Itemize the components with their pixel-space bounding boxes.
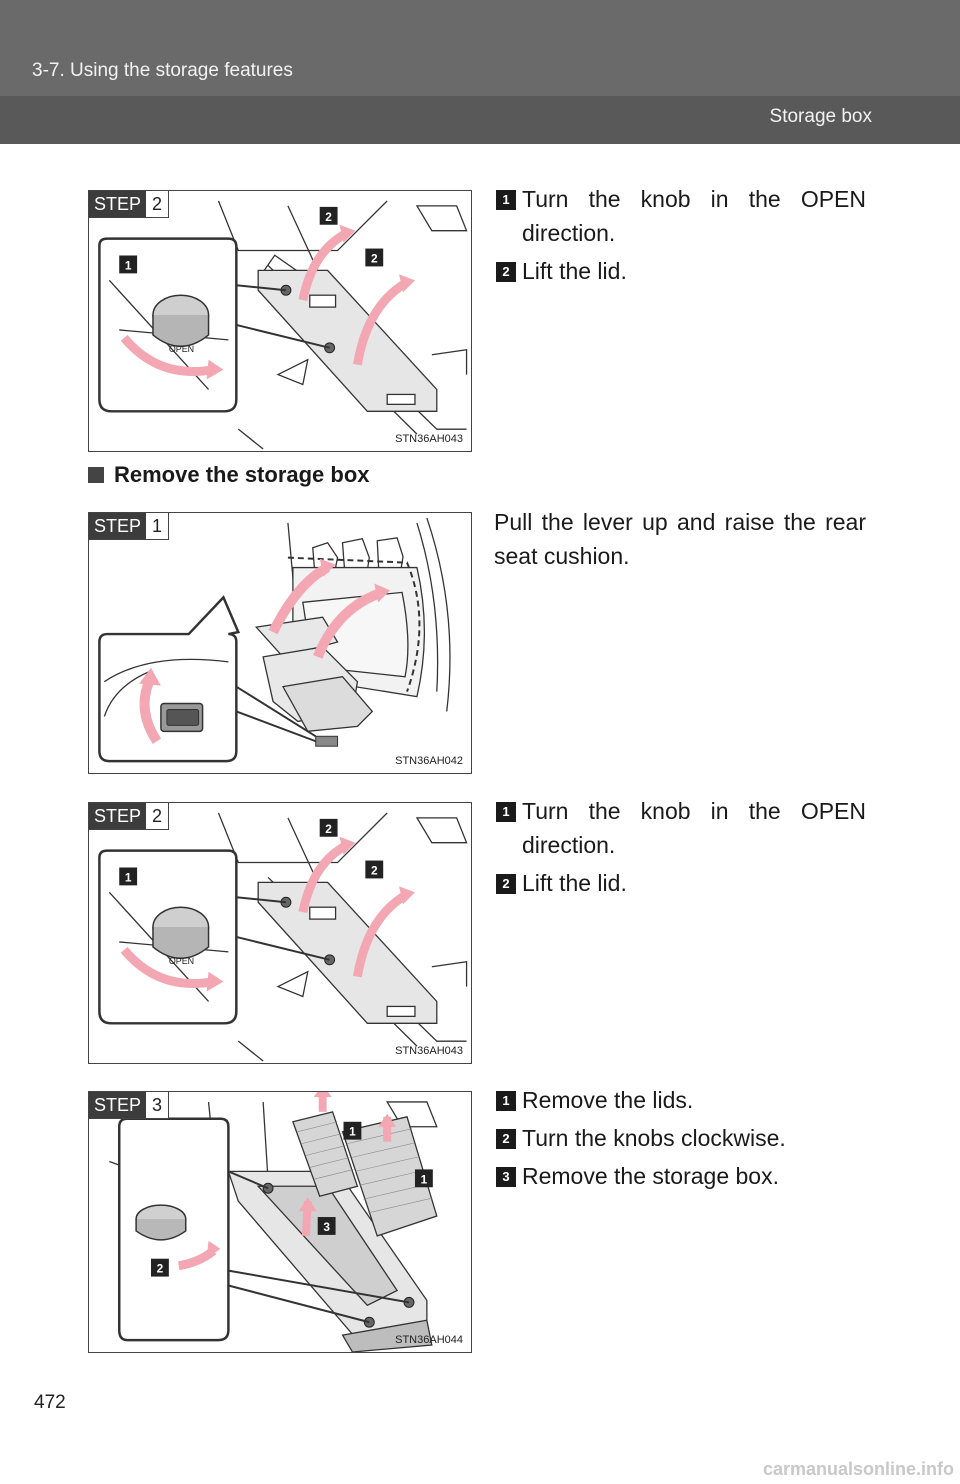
step-word: STEP: [89, 1092, 147, 1118]
step-number: 2: [146, 191, 169, 217]
fig-label-2b: [365, 860, 384, 879]
step-word: STEP: [89, 513, 147, 539]
step-number: 1: [146, 513, 169, 539]
fig-label-2a-text: 2: [325, 210, 332, 224]
section-heading: Remove the storage box: [88, 462, 370, 488]
fig-label-1b: [414, 1169, 433, 1188]
figure-step-3-remove-box: 2 1 1 3 STEP 3 STN36AH044: [88, 1091, 472, 1353]
step-badge: STEP 3: [89, 1092, 170, 1119]
footer-watermark: carmanualsonline.info: [762, 1459, 954, 1479]
knob-open-text: OPEN: [169, 956, 194, 966]
figure-step-2-open-lid: OPEN 1 2 2 STEP 2 STN36AH043: [88, 802, 472, 1064]
fig-label-1-text: 1: [125, 870, 132, 884]
item-text: Lift the lid.: [522, 258, 627, 284]
section-square-icon: [88, 467, 104, 483]
figure-code: STN36AH042: [395, 755, 463, 767]
fig-label-1: [119, 255, 138, 274]
fig-label-2: [150, 1258, 169, 1277]
step-badge: STEP 1: [89, 513, 170, 540]
header-section-title: 3-7. Using the storage features: [32, 60, 293, 81]
fig-label-3-text: 3: [323, 1220, 330, 1234]
item-text: Remove the lids.: [522, 1087, 694, 1113]
fig-label-1b-text: 1: [421, 1172, 428, 1186]
fig-label-2a: [319, 818, 338, 837]
page-header: 3-7. Using the storage features Storage …: [0, 0, 960, 144]
step-3-instructions: 1 Remove the lids. 2 Turn the knobs cloc…: [494, 1083, 866, 1197]
item-marker: 3: [496, 1167, 516, 1187]
item-marker: 2: [496, 874, 516, 894]
section-heading-text: Remove the storage box: [114, 462, 370, 487]
instruction-item: 3 Remove the storage box.: [494, 1159, 866, 1193]
step-number: 3: [146, 1092, 169, 1118]
fig-label-2b: [365, 248, 384, 267]
step-badge: STEP 2: [89, 803, 170, 830]
step-number: 2: [146, 803, 169, 829]
instruction-paragraph: Pull the lever up and raise the rear sea…: [494, 509, 866, 569]
page-number: 472: [34, 1392, 66, 1413]
item-text: Turn the knob in the OPEN direction.: [522, 798, 866, 858]
fig-label-2b-text: 2: [371, 251, 378, 265]
item-text: Remove the storage box.: [522, 1163, 779, 1189]
figure-code: STN36AH044: [395, 1334, 463, 1346]
instruction-item: 1 Turn the knob in the OPEN direction.: [494, 182, 866, 250]
item-marker: 1: [496, 802, 516, 822]
fig-label-3: [317, 1217, 336, 1235]
fig-label-2a-text: 2: [325, 822, 332, 836]
step-2-instructions: 1 Turn the knob in the OPEN direction. 2…: [494, 182, 866, 292]
fig-label-1: [119, 867, 138, 886]
fig-label-2-text: 2: [157, 1262, 164, 1276]
instruction-item: 2 Lift the lid.: [494, 254, 866, 288]
fig-label-1a: [343, 1121, 362, 1140]
item-text: Turn the knobs clockwise.: [522, 1125, 786, 1151]
step-badge: STEP 2: [89, 191, 170, 218]
lid-open-illustration: OPEN 1 2 2: [98, 200, 468, 450]
item-marker: 2: [496, 262, 516, 282]
figure-code: STN36AH043: [395, 433, 463, 445]
fig-label-1a-text: 1: [349, 1125, 356, 1139]
remove-box-illustration: 2 1 1 3: [109, 1092, 438, 1352]
fig-label-2a: [319, 206, 338, 225]
fig-label-2b-text: 2: [371, 863, 378, 877]
instruction-item: 2 Turn the knobs clockwise.: [494, 1121, 866, 1155]
seat-raise-illustration: [98, 517, 451, 763]
instruction-item: 2 Lift the lid.: [494, 866, 866, 900]
step-word: STEP: [89, 191, 147, 217]
item-text: Turn the knob in the OPEN direction.: [522, 186, 866, 246]
instruction-item: 1 Turn the knob in the OPEN direction.: [494, 794, 866, 862]
knob-open-text: OPEN: [169, 344, 194, 354]
lid-open-illustration: OPEN 1 2 2: [98, 812, 468, 1062]
header-band: [0, 96, 960, 144]
step-2-instructions: 1 Turn the knob in the OPEN direction. 2…: [494, 794, 866, 904]
item-marker: 1: [496, 190, 516, 210]
fig-label-1-text: 1: [125, 258, 132, 272]
item-text: Lift the lid.: [522, 870, 627, 896]
step-word: STEP: [89, 803, 147, 829]
figure-step-2-open-lid: OPEN 1 2 2 STEP 2 STN36AH043: [88, 190, 472, 452]
instruction-item: 1 Remove the lids.: [494, 1083, 866, 1117]
figure-step-1-raise-cushion: STEP 1 STN36AH042: [88, 512, 472, 774]
step-1-instructions: Pull the lever up and raise the rear sea…: [494, 505, 866, 573]
header-topic: Storage box: [769, 106, 872, 127]
item-marker: 1: [496, 1091, 516, 1111]
item-marker: 2: [496, 1129, 516, 1149]
figure-code: STN36AH043: [395, 1045, 463, 1057]
